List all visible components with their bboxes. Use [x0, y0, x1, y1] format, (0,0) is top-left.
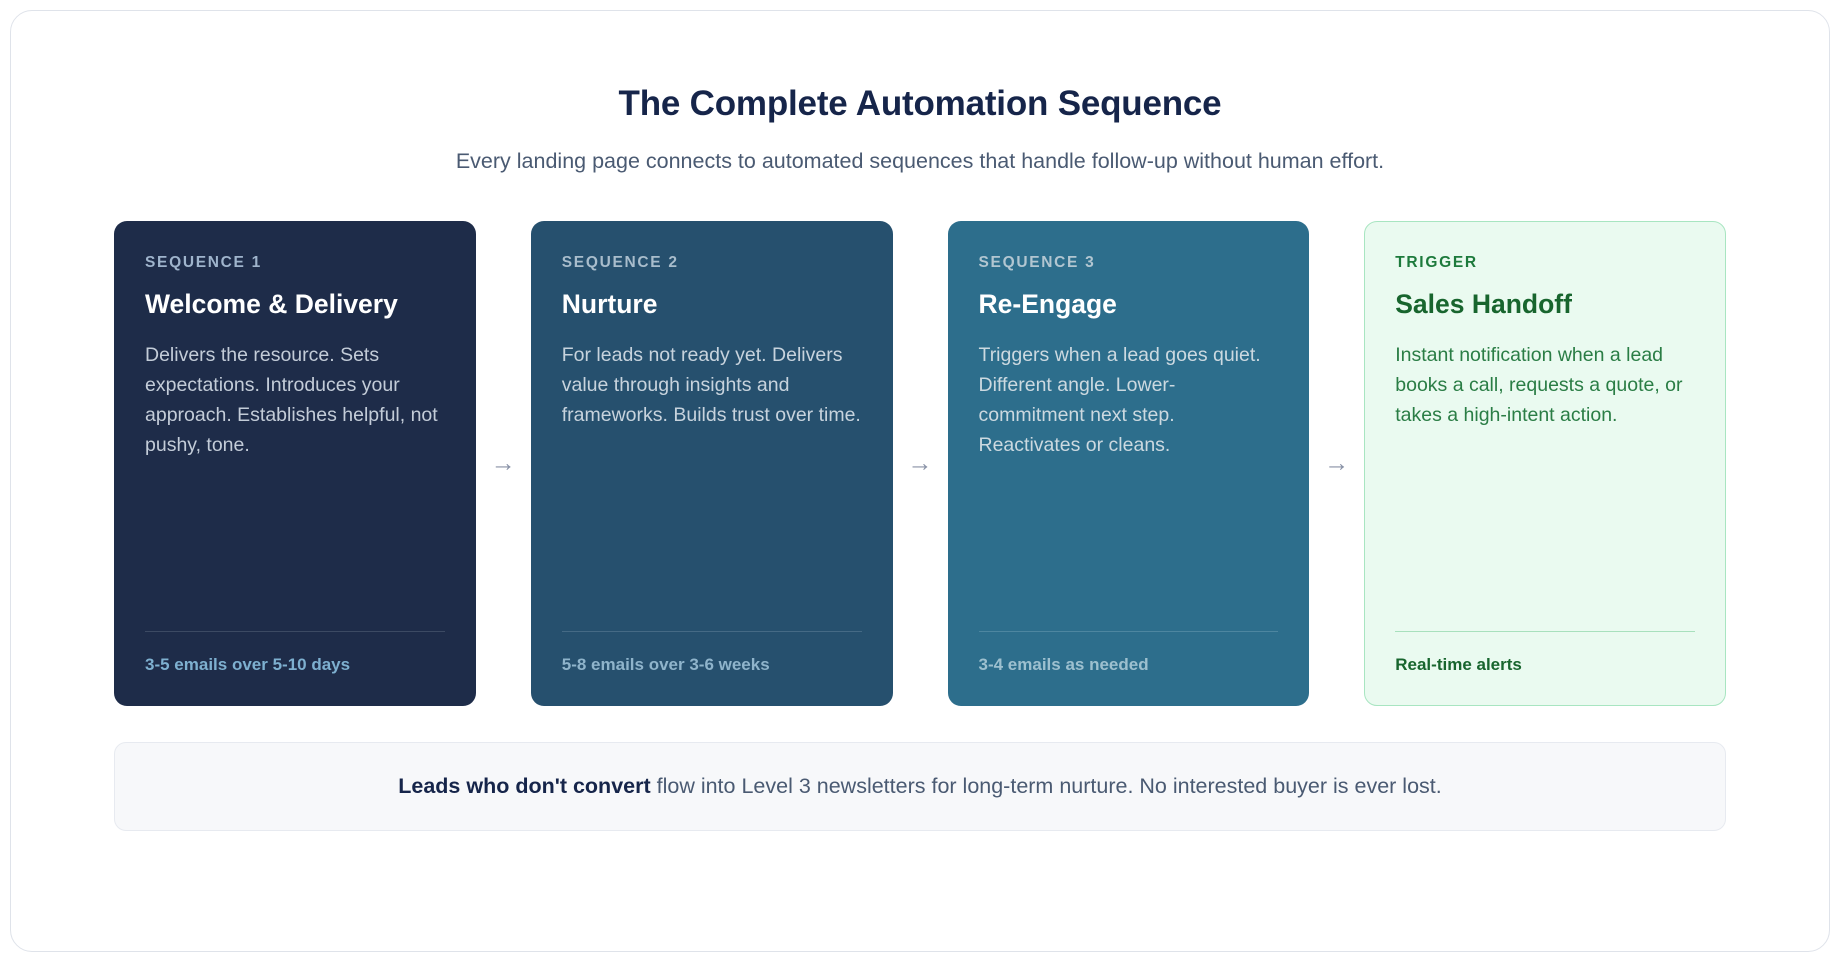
- card-title: Nurture: [561, 288, 658, 319]
- panel-header: The Complete Automation Sequence Every l…: [114, 83, 1726, 176]
- card-spacer: [145, 461, 445, 632]
- card-kicker: TRIGGER: [1395, 254, 1478, 272]
- card-kicker: SEQUENCE 3: [978, 254, 1096, 272]
- card-footnote: 3-4 emails as needed: [978, 655, 1149, 675]
- arrow-right-icon: →: [490, 449, 516, 478]
- card-title: Sales Handoff: [1395, 288, 1572, 319]
- automation-sequence-panel: The Complete Automation Sequence Every l…: [10, 10, 1830, 952]
- card-footnote: Real-time alerts: [1395, 655, 1522, 675]
- sequence-card-welcome-delivery[interactable]: SEQUENCE 1 Welcome & Delivery Delivers t…: [114, 221, 476, 707]
- card-body: Delivers the resource. Sets expectations…: [145, 343, 438, 457]
- card-divider: [978, 631, 1279, 633]
- card-body: For leads not ready yet. Delivers value …: [561, 343, 861, 427]
- sequence-card-sales-handoff[interactable]: TRIGGER Sales Handoff Instant notificati…: [1364, 221, 1726, 707]
- page-subtitle: Every landing page connects to automated…: [455, 149, 1385, 173]
- arrow-right-icon: →: [1324, 449, 1350, 478]
- card-kicker: SEQUENCE 1: [145, 254, 262, 272]
- card-spacer: [1395, 430, 1695, 631]
- card-title: Welcome & Delivery: [145, 288, 398, 319]
- footnote-rest-text: flow into Level 3 newsletters for long-t…: [650, 774, 1442, 799]
- card-spacer: [979, 461, 1279, 632]
- card-kicker: SEQUENCE 2: [561, 254, 679, 272]
- footnote-bar: Leads who don't convert flow into Level …: [114, 742, 1726, 832]
- card-title: Re-Engage: [978, 288, 1117, 319]
- card-divider: [1395, 631, 1695, 633]
- footnote-strong-text: Leads who don't convert: [398, 774, 651, 799]
- card-footnote: 3-5 emails over 5-10 days: [145, 655, 351, 675]
- page-title: The Complete Automation Sequence: [618, 84, 1222, 123]
- sequence-card-re-engage[interactable]: SEQUENCE 3 Re-Engage Triggers when a lea…: [947, 221, 1310, 707]
- card-footnote: 5-8 emails over 3-6 weeks: [561, 655, 770, 675]
- sequence-flow-row: SEQUENCE 1 Welcome & Delivery Delivers t…: [114, 221, 1726, 707]
- arrow-right-icon: →: [907, 449, 933, 478]
- card-divider: [145, 631, 445, 633]
- card-body: Instant notification when a lead books a…: [1395, 343, 1683, 427]
- sequence-card-nurture[interactable]: SEQUENCE 2 Nurture For leads not ready y…: [530, 221, 893, 707]
- card-divider: [561, 631, 862, 633]
- card-spacer: [562, 430, 862, 631]
- card-body: Triggers when a lead goes quiet. Differe…: [978, 343, 1261, 457]
